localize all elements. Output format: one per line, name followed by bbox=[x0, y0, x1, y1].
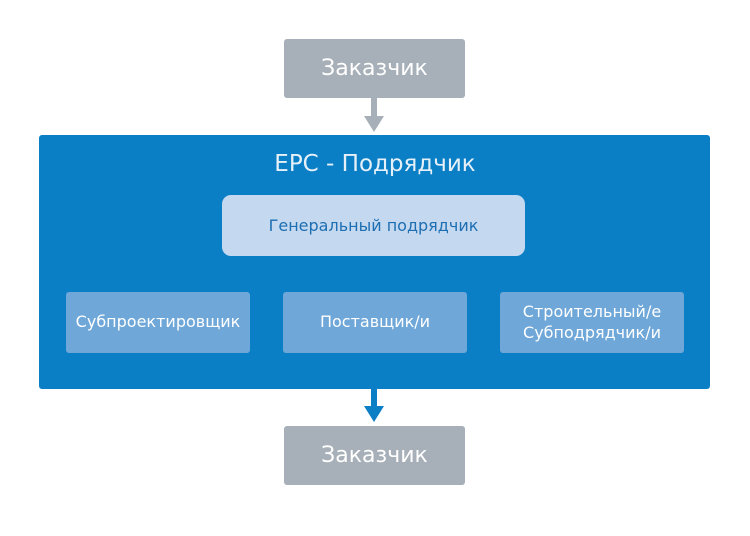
customer-top-label: Заказчик bbox=[321, 56, 428, 81]
arrow-bottom-head bbox=[364, 406, 384, 422]
supplier-box: Поставщик/и bbox=[283, 292, 467, 353]
general-contractor-box: Генеральный подрядчик bbox=[222, 195, 525, 256]
construction-subcontractor-label-line1: Строительный/е bbox=[522, 301, 662, 321]
customer-bottom-box: Заказчик bbox=[284, 426, 465, 485]
general-contractor-label: Генеральный подрядчик bbox=[268, 216, 479, 235]
construction-subcontractor-box: Строительный/е Субподрядчик/и bbox=[500, 292, 684, 353]
supplier-label: Поставщик/и bbox=[319, 312, 431, 332]
epc-title: EPC - Подрядчик bbox=[274, 151, 476, 177]
construction-subcontractor-label-line2: Субподрядчик/и bbox=[523, 322, 661, 342]
arrow-top-head bbox=[364, 116, 384, 132]
subdesigner-box: Субпроектировщик bbox=[66, 292, 250, 353]
customer-top-box: Заказчик bbox=[284, 39, 465, 98]
subdesigner-label: Субпроектировщик bbox=[75, 312, 241, 332]
customer-bottom-label: Заказчик bbox=[321, 443, 428, 468]
